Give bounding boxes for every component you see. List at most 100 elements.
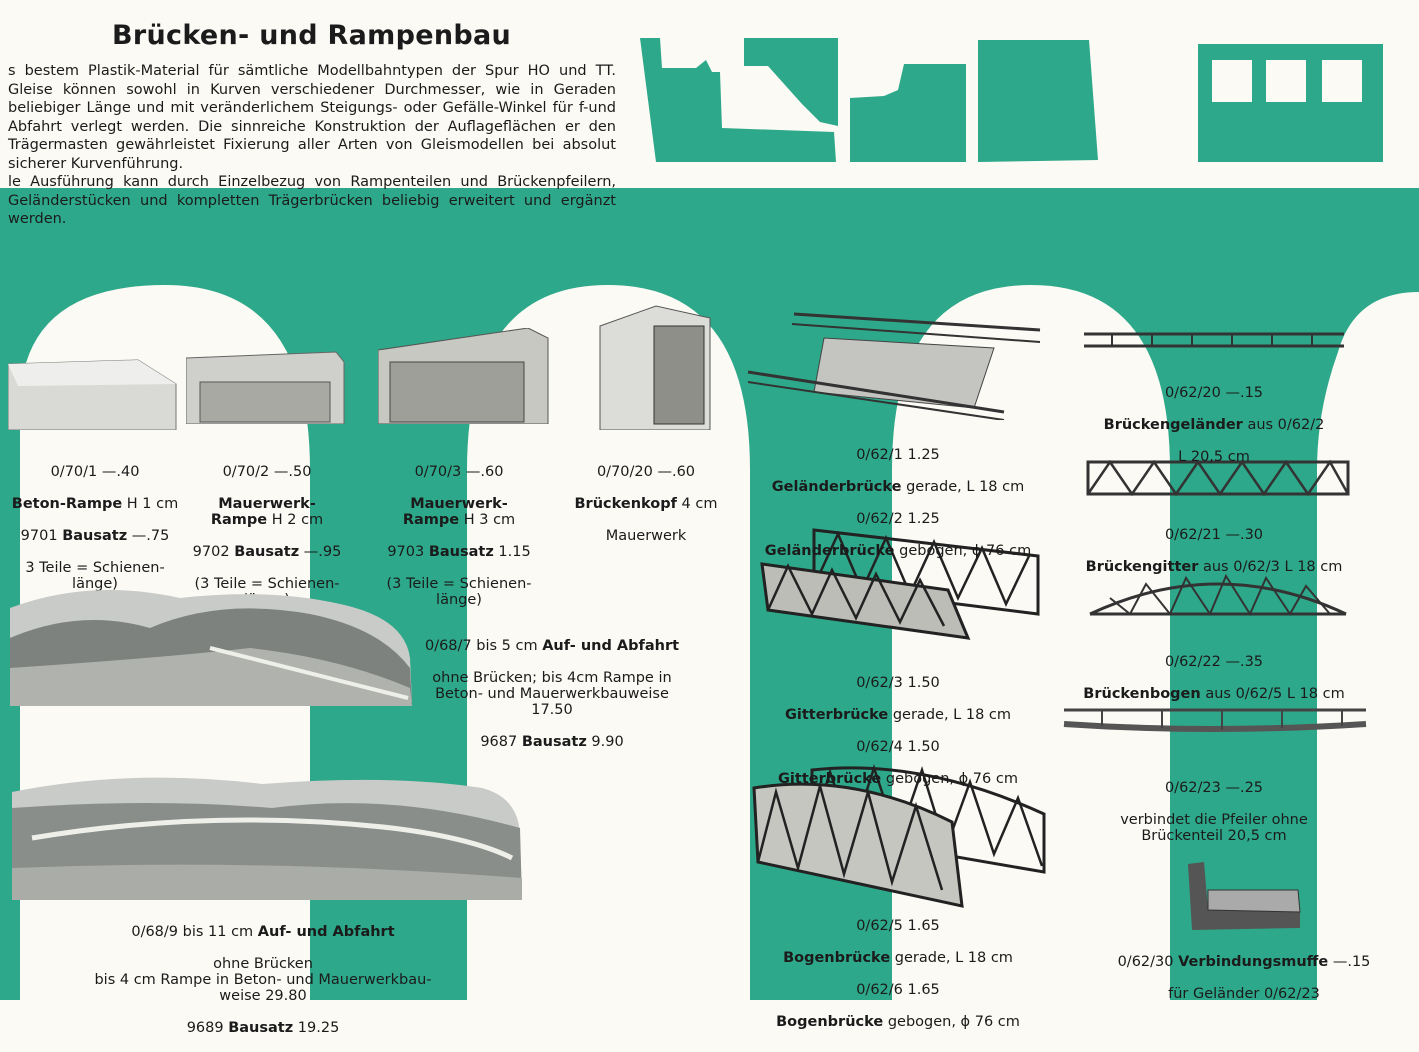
kit-price: 1.15 [498,544,531,560]
scene-title: Auf- und Abfahrt [542,638,680,654]
intro-text: s bestem Plastik-Material für sämtliche … [8,62,616,229]
ramp-code: 0/70/3 —.60 [414,464,504,480]
ramp-name: Mauerwerk- Rampe [210,496,316,528]
intro-paragraph-2: le Ausführung kann durch Einzelbezug von… [8,174,616,227]
kit-number: 9702 [192,544,230,560]
kit-price: 19.25 [297,1020,340,1036]
ramp-spec: H 2 cm [271,512,324,528]
part-length: L 20,5 cm [1178,449,1250,465]
ramp-caption-0701: 0/70/1 —.40 Beton-Rampe H 1 cm 9701 Baus… [0,448,190,608]
mauerwerk-rampe-3-image [378,328,549,424]
kit-price: —.75 [131,528,170,544]
ramp-spec: H 1 cm [126,496,179,512]
part-desc: aus 0/62/5 L 18 cm [1205,686,1345,702]
part-code: 0/62/20 —.15 [1164,385,1264,401]
scene-description: ohne Brücken bis 4 cm Rampe in Beton- un… [94,956,432,1004]
scene-caption-0687: 0/68/7 bis 5 cm Auf- und Abfahrt ohne Br… [412,622,692,766]
scene-0687-image [10,590,412,706]
bridge-spec: gebogen, ϕ 76 cm [899,543,1032,559]
kit-number: 9689 [186,1020,224,1036]
kit-price: —.95 [303,544,342,560]
part-name: Brückengeländer [1103,417,1243,433]
bridge-caption-0625: 0/62/5 1.65 Bogenbrücke gerade, L 18 cm … [748,902,1048,1046]
ramp-note: Mauerwerk [605,528,687,544]
scene-0689-image [12,777,522,900]
part-code: 0/62/23 —.25 [1164,780,1264,796]
bridge-code: 0/62/3 1.50 [856,675,940,691]
bridge-name: Bogenbrücke [776,1014,884,1030]
kit-number: 9703 [387,544,425,560]
bridge-code: 0/62/1 1.25 [856,447,940,463]
part-caption-06220: 0/62/20 —.15 Brückengeländer aus 0/62/2 … [1064,369,1364,481]
beton-rampe-image [8,359,177,430]
part-desc: für Geländer 0/62/23 [1168,986,1320,1002]
bridge-spec: gerade, L 18 cm [892,707,1012,723]
ramp-caption-0702: 0/70/2 —.50 Mauerwerk- Rampe H 2 cm 9702… [172,448,362,624]
bridge-name: Geländerbrücke [771,479,902,495]
ramp-caption-0703: 0/70/3 —.60 Mauerwerk- Rampe H 3 cm 9703… [364,448,554,624]
scene-code: 0/68/7 [424,638,472,654]
intro-paragraph-1: s bestem Plastik-Material für sämtliche … [8,63,616,172]
scene-code: 0/68/9 [131,924,179,940]
part-code: 0/62/21 —.30 [1164,527,1264,543]
bridge-code: 0/62/4 1.50 [856,739,940,755]
bridge-spec: gebogen, ϕ 76 cm [885,771,1018,787]
part-caption-06222: 0/62/22 —.35 Brückenbogen aus 0/62/5 L 1… [1064,638,1364,718]
ramp-spec: 4 cm [681,496,718,512]
bogenbruecke-image [752,763,1046,908]
part-name: Brückengitter [1085,559,1199,575]
kit-number: 9701 [20,528,58,544]
ramp-caption-07020: 0/70/20 —.60 Brückenkopf 4 cm Mauerwerk [556,448,736,560]
brueckenbogen-image [1089,573,1347,617]
part-price: —.15 [1332,954,1371,970]
gitterbruecke-image [760,528,1040,640]
bridge-spec: gerade, L 18 cm [894,950,1013,966]
brueckenkopf-image [599,305,711,430]
pfeilerverbindung-image [1063,708,1367,732]
kit-label: Bausatz [228,1020,294,1036]
kit-label: Bausatz [234,544,300,560]
bridge-name: Geländerbrücke [764,543,895,559]
scene-pre: bis 11 cm [182,924,254,940]
bridge-code: 0/62/6 1.65 [856,982,940,998]
bridge-name: Bogenbrücke [783,950,891,966]
ramp-note: 3 Teile = Schienen- länge) [25,560,165,592]
bridge-spec: gebogen, ϕ 76 cm [887,1014,1020,1030]
part-code: 0/62/30 [1117,954,1174,970]
part-caption-06230: 0/62/30 Verbindungsmuffe —.15 für Geländ… [1094,938,1394,1018]
bridge-code: 0/62/2 1.25 [856,511,940,527]
ramp-note: (3 Teile = Schienen- länge) [386,576,532,608]
kit-label: Bausatz [521,734,587,750]
scene-pre: bis 5 cm [476,638,538,654]
part-name: Brückenbogen [1083,686,1201,702]
kit-label: Bausatz [428,544,494,560]
bridge-name: Gitterbrücke [784,707,889,723]
ramp-code: 0/70/20 —.60 [596,464,696,480]
bridge-name: Gitterbrücke [778,771,882,787]
part-caption-06223: 0/62/23 —.25 verbindet die Pfeiler ohne … [1064,764,1364,860]
bridge-caption-0621: 0/62/1 1.25 Geländerbrücke gerade, L 18 … [748,431,1048,575]
ramp-name: Beton-Rampe [11,496,123,512]
bridge-spec: gerade, L 18 cm [906,479,1025,495]
page-title: Brücken- und Rampenbau [112,20,512,51]
part-caption-06221: 0/62/21 —.30 Brückengitter aus 0/62/3 L … [1064,511,1364,591]
brueckengelaender-image [1084,332,1344,348]
ramp-name: Mauerwerk- Rampe [402,496,508,528]
scene-description: ohne Brücken; bis 4cm Rampe in Beton- un… [432,670,672,718]
bridge-caption-0623: 0/62/3 1.50 Gitterbrücke gerade, L 18 cm… [748,659,1048,803]
part-code: 0/62/22 —.35 [1164,654,1264,670]
gelaenderbruecke-image [747,312,1041,420]
part-desc: aus 0/62/3 L 18 cm [1202,559,1343,575]
ramp-code: 0/70/2 —.50 [222,464,312,480]
bridge-code: 0/62/5 1.65 [856,918,940,934]
mauerwerk-rampe-2-image [186,351,345,424]
kit-label: Bausatz [62,528,128,544]
ramp-spec: H 3 cm [463,512,516,528]
part-desc: verbindet die Pfeiler ohne Brückenteil 2… [1120,812,1308,844]
kit-price: 9.90 [591,734,624,750]
scene-title: Auf- und Abfahrt [257,924,395,940]
part-desc: aus 0/62/2 [1247,417,1325,433]
ramp-name: Brückenkopf [574,496,677,512]
scene-caption-0689: 0/68/9 bis 11 cm Auf- und Abfahrt ohne B… [58,908,468,1052]
part-name: Verbindungsmuffe [1178,954,1329,970]
